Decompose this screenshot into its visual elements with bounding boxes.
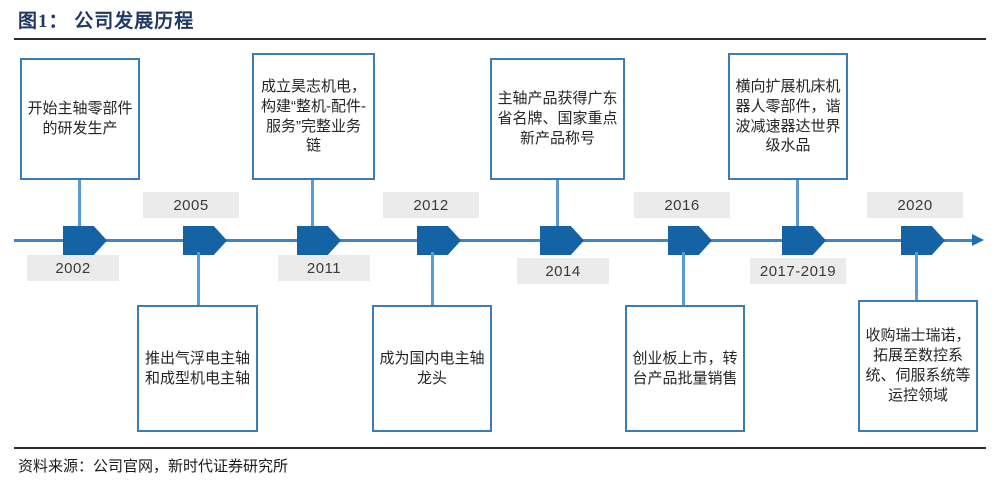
connector-stem [556,180,559,228]
year-badge: 2005 [143,192,239,218]
event-label: 创业板上市，转台产品批量销售 [632,349,738,387]
timeline-axis [14,239,976,242]
event-box[interactable]: 主轴产品获得广东省名牌、国家重点新产品称号 [490,58,625,180]
timeline-marker[interactable] [297,226,341,255]
source-divider-rule [14,447,986,449]
event-label: 横向扩展机床机器人零部件，谐波减速器达世界级水品 [735,77,841,155]
event-box[interactable]: 横向扩展机床机器人零部件，谐波减速器达世界级水品 [728,53,848,180]
event-label: 推出气浮电主轴和成型机电主轴 [144,349,250,387]
year-badge: 2002 [27,255,119,281]
figure-title: 图1： 公司发展历程 [18,11,195,32]
event-box[interactable]: 推出气浮电主轴和成型机电主轴 [137,305,258,432]
connector-stem [915,252,918,302]
timeline-marker[interactable] [668,226,712,255]
year-badge: 2020 [867,192,963,218]
event-label: 主轴产品获得广东省名牌、国家重点新产品称号 [497,90,618,147]
event-label: 收购瑞士瑞诺，拓展至数控系统、伺服系统等运控领域 [865,327,971,404]
timeline-marker[interactable] [782,226,826,255]
connector-stem [197,252,200,307]
timeline-marker[interactable] [417,226,461,255]
title-divider-rule [14,38,986,40]
timeline-marker[interactable] [540,226,584,255]
connector-stem [682,252,685,307]
event-box[interactable]: 成立昊志机电，构建“整机-配件-服务”完整业务链 [252,53,375,180]
timeline-marker[interactable] [63,226,107,255]
connector-stem [78,180,81,228]
timeline-marker[interactable] [183,226,227,255]
year-badge: 2011 [278,255,370,281]
event-box[interactable]: 成为国内电主轴龙头 [372,305,492,432]
timeline-marker[interactable] [901,226,945,255]
year-badge: 2012 [383,192,479,218]
event-label: 成为国内电主轴龙头 [379,349,485,387]
year-badge: 2016 [634,192,730,218]
connector-stem [431,252,434,307]
year-badge: 2017-2019 [750,258,846,284]
connector-stem [796,180,799,228]
source-note: 资料来源：公司官网，新时代证券研究所 [18,459,289,475]
event-box[interactable]: 创业板上市，转台产品批量销售 [625,305,745,432]
event-box[interactable]: 收购瑞士瑞诺，拓展至数控系统、伺服系统等运控领域 [858,300,978,432]
connector-stem [311,180,314,228]
event-label: 开始主轴零部件的研发生产 [27,100,133,137]
event-label: 成立昊志机电，构建“整机-配件-服务”完整业务链 [260,77,366,155]
year-badge: 2014 [517,258,609,284]
event-box[interactable]: 开始主轴零部件的研发生产 [20,58,140,180]
timeline-arrow-icon [972,234,984,246]
